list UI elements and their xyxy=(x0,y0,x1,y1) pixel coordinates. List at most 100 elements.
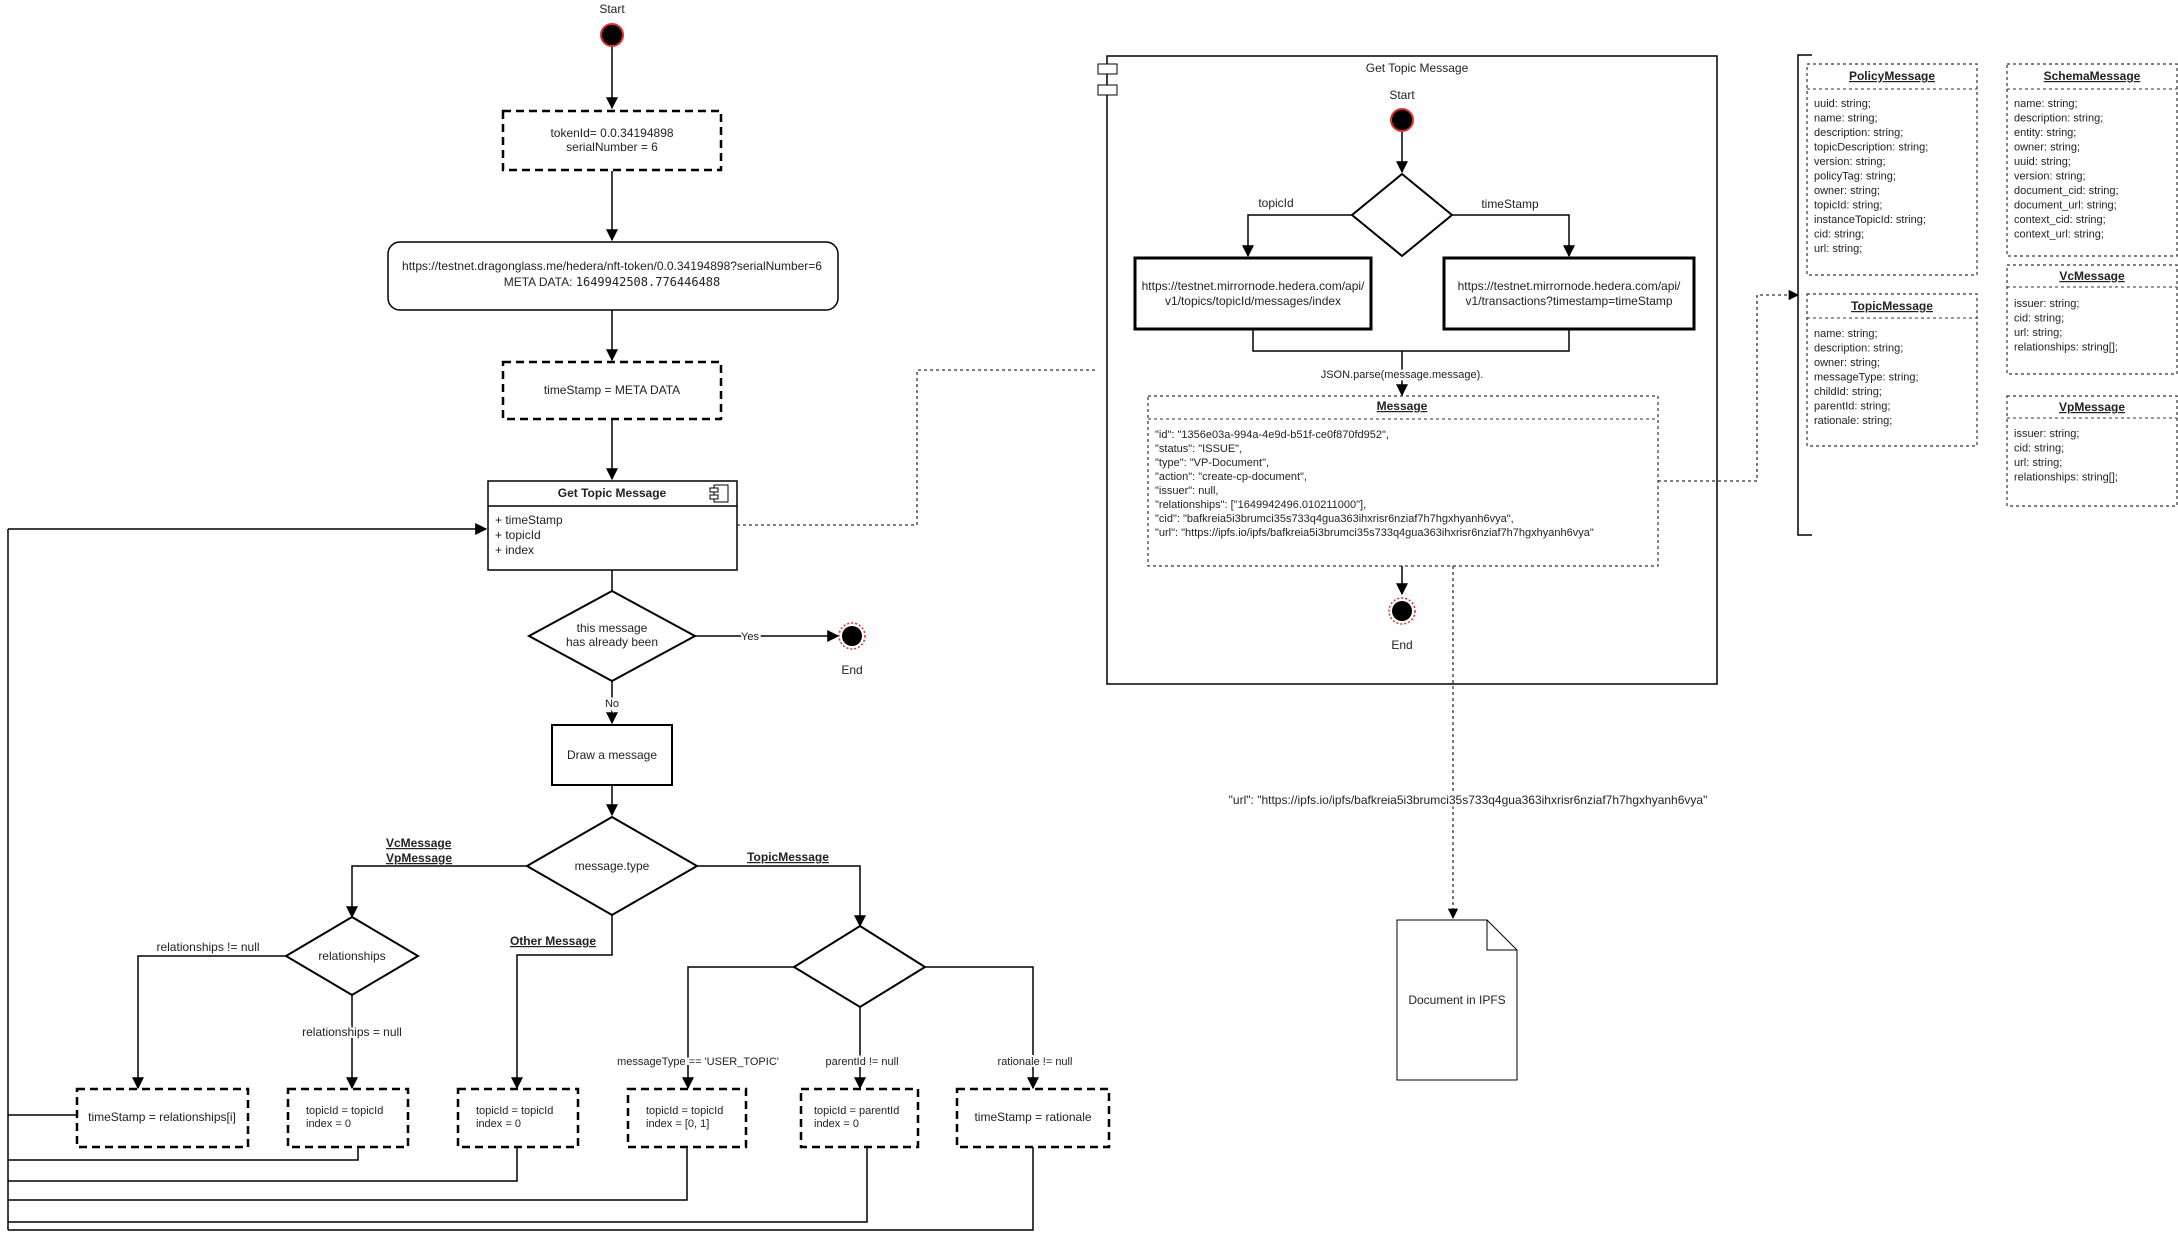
schema-field: cid: string; xyxy=(2014,443,2064,455)
schema-field: description: string; xyxy=(2014,113,2103,125)
schema-vc-message[interactable]: VcMessage issuer: string;cid: string;url… xyxy=(2006,264,2178,375)
vc-message-label: VcMessage xyxy=(386,836,452,850)
schema-field: topicId: string; xyxy=(1814,200,1882,212)
leaf-text: index = 0 xyxy=(306,1118,351,1130)
get-topic-subdiagram: Get Topic Message Start topicId timeStam… xyxy=(1097,55,1718,685)
leaf-other-box[interactable]: topicId = topicId index = 0 xyxy=(456,1087,580,1149)
draw-message-text: Draw a message xyxy=(567,748,657,762)
param-index: + index xyxy=(495,543,534,557)
schema-field: policyTag: string; xyxy=(1814,171,1896,183)
start-node[interactable] xyxy=(600,23,624,47)
decision-seen-line2: has already been xyxy=(566,635,658,649)
timestamp-label: timeStamp xyxy=(1481,197,1539,211)
ipfs-link: "url": "https://ipfs.io/ipfs/bafkreia5i3… xyxy=(1226,566,1710,920)
message-type-text: message.type xyxy=(575,859,650,873)
schema-fields: name: string;description: string;owner: … xyxy=(1814,328,1919,427)
schema-field: issuer: string; xyxy=(2014,298,2079,310)
sub-end-label: End xyxy=(1391,638,1412,652)
schema-field: context_url: string; xyxy=(2014,229,2104,241)
ipfs-document[interactable]: Document in IPFS xyxy=(1396,919,1518,1081)
schema-field: entity: string; xyxy=(2014,127,2076,139)
schema-field: uuid: string; xyxy=(2014,156,2071,168)
message-line: "cid": "bafkreia5i3brumci35s733q4gua363i… xyxy=(1155,513,1514,525)
rel-not-null-label: relationships != null xyxy=(156,940,259,954)
schema-field: uuid: string; xyxy=(1814,98,1871,110)
schema-field: context_cid: string; xyxy=(2014,214,2106,226)
schema-field: topicDescription: string; xyxy=(1814,142,1928,154)
schema-schema-message[interactable]: SchemaMessage name: string;description: … xyxy=(2006,63,2178,257)
message-schema-link xyxy=(1658,289,1800,482)
draw-message-box[interactable]: Draw a message xyxy=(551,724,673,786)
end-label: End xyxy=(841,663,862,677)
nft-url-box[interactable]: https://testnet.dragonglass.me/hedera/nf… xyxy=(387,241,839,311)
token-box[interactable]: tokenId= 0.0.34194898 serialNumber = 6 xyxy=(501,109,723,172)
api-transactions-box[interactable]: https://testnet.mirrornode.hedera.com/ap… xyxy=(1442,256,1696,331)
leaf-rel-null-box[interactable]: topicId = topicId index = 0 xyxy=(286,1087,410,1149)
schema-title: TopicMessage xyxy=(1851,299,1933,313)
schemas-panel: PolicyMessage uuid: string; name: string;… xyxy=(1797,54,2178,536)
api-tx-line1: https://testnet.mirrornode.hedera.com/ap… xyxy=(1458,279,1681,293)
message-line: "action": "create-cp-document", xyxy=(1155,471,1307,483)
api-tx-line2: v1/transactions?timestamp=timeStamp xyxy=(1465,294,1672,308)
schema-field: messageType: string; xyxy=(1814,372,1919,384)
decision-message-type[interactable]: message.type xyxy=(524,815,700,917)
schema-field: version: string; xyxy=(2014,171,2086,183)
schema-field: version: string; xyxy=(1814,156,1886,168)
leaf-parent-box[interactable]: topicId = parentId index = 0 xyxy=(799,1087,920,1149)
schema-field: issuer: string; xyxy=(2014,428,2079,440)
schema-field: cid: string; xyxy=(2014,313,2064,325)
relationships-text: relationships xyxy=(318,949,385,963)
schema-field: description: string; xyxy=(1814,127,1903,139)
rel-null-label: relationships = null xyxy=(302,1025,402,1039)
start-label: Start xyxy=(599,2,625,16)
schema-field: name: string; xyxy=(1814,113,1878,125)
schema-field: document_cid: string; xyxy=(2014,185,2119,197)
component-link xyxy=(737,369,1097,526)
schema-field: url: string; xyxy=(2014,327,2062,339)
schema-field: name: string; xyxy=(1814,328,1878,340)
topic-message-label: TopicMessage xyxy=(747,850,829,864)
schema-field: url: string; xyxy=(1814,243,1862,255)
leaf-rationale-box[interactable]: timeStamp = rationale xyxy=(955,1087,1111,1149)
timestamp-assign-text: timeStamp = META DATA xyxy=(544,383,680,397)
message-line: "relationships": ["1649942496.010211000"… xyxy=(1155,499,1366,511)
schema-field: owner: string; xyxy=(1814,185,1880,197)
other-message-label: Other Message xyxy=(510,934,596,948)
leaf-text: index = [0, 1] xyxy=(646,1118,709,1130)
api-topics-line2: v1/topics/topicId/messages/index xyxy=(1165,294,1341,308)
message-object-box[interactable]: Message "id": "1356e03a-994a-4e9d-b51f-c… xyxy=(1147,395,1659,567)
schema-field: parentId: string; xyxy=(1814,401,1890,413)
schema-fields: issuer: string;cid: string;url: string;r… xyxy=(2014,298,2118,354)
subdiagram-title: Get Topic Message xyxy=(1366,61,1469,75)
schema-fields: issuer: string;cid: string;url: string;r… xyxy=(2014,428,2118,484)
end-node[interactable] xyxy=(838,622,866,650)
schema-vp-message[interactable]: VpMessage issuer: string;cid: string;url… xyxy=(2006,395,2178,507)
get-topic-component[interactable]: Get Topic Message + timeStamp + topicId … xyxy=(487,480,738,571)
schema-topic-message[interactable]: TopicMessage name: string;description: s… xyxy=(1806,293,1978,447)
sub-decision[interactable] xyxy=(1350,172,1454,258)
message-line: "url": "https://ipfs.io/ipfs/bafkreia5i3… xyxy=(1155,527,1594,539)
timestamp-box[interactable]: timeStamp = META DATA xyxy=(501,360,723,421)
decision-relationships[interactable]: relationships xyxy=(284,915,420,997)
decision-topic[interactable] xyxy=(792,924,927,1009)
leaf-user-topic-box[interactable]: topicId = topicId index = [0, 1] xyxy=(626,1087,748,1149)
schema-field: instanceTopicId: string; xyxy=(1814,214,1926,226)
schema-title: VpMessage xyxy=(2059,400,2125,414)
schema-title: PolicyMessage xyxy=(1849,69,1935,83)
schema-policy-message[interactable]: PolicyMessage uuid: string; name: string;… xyxy=(1806,63,1978,276)
message-line: "type": "VP-Document", xyxy=(1155,457,1269,469)
decision-already-seen[interactable]: this message has already been xyxy=(526,589,698,683)
nft-url-text: https://testnet.dragonglass.me/hedera/nf… xyxy=(402,259,822,273)
schema-field: name: string; xyxy=(2014,98,2078,110)
loop-back-lines xyxy=(7,523,1034,1231)
leaf-relationships-box[interactable]: timeStamp = relationships[i] xyxy=(75,1087,250,1149)
rationale-condition-label: rationale != null xyxy=(998,1056,1073,1068)
leaf-text: index = 0 xyxy=(814,1118,859,1130)
schema-fields: uuid: string; name: string; description: s… xyxy=(1814,98,1928,255)
vp-message-label: VpMessage xyxy=(386,851,452,865)
schema-field: relationships: string[]; xyxy=(2014,472,2118,484)
api-topics-box[interactable]: https://testnet.mirrornode.hedera.com/ap… xyxy=(1133,256,1373,331)
sub-start-node[interactable] xyxy=(1390,108,1414,132)
sub-end-node[interactable] xyxy=(1388,597,1416,625)
